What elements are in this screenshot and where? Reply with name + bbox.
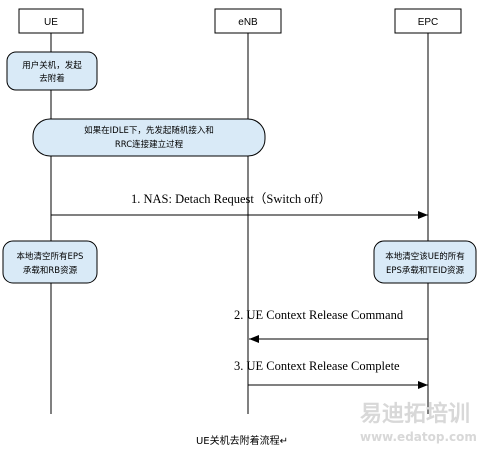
message-context-release-complete-label: 3. UE Context Release Complete <box>234 359 400 373</box>
entity-enb-box <box>214 8 282 34</box>
entity-epc: EPC <box>394 8 462 34</box>
message-detach-request-label: 1. NAS: Detach Request（Switch off） <box>131 192 331 206</box>
message-detach-request: 1. NAS: Detach Request（Switch off） <box>51 192 428 219</box>
note-ue-poweroff-line1: 用户关机，发起 <box>22 60 82 71</box>
watermark-url: www.edatop.com <box>360 430 477 444</box>
note-epc-clear-line2: EPS承载和TEID资源 <box>386 265 465 276</box>
message-context-release-command-label: 2. UE Context Release Command <box>234 308 404 322</box>
watermark-title: 易迪拓培训 <box>360 401 470 427</box>
entity-ue-box <box>18 8 84 34</box>
entity-ue-label: UE <box>44 17 58 28</box>
note-idle-setup-box <box>32 118 266 157</box>
note-ue-clear-line1: 本地清空所有EPS <box>17 251 84 262</box>
note-idle-setup-line2: RRC连接建立过程 <box>115 139 184 150</box>
entity-enb: eNB <box>214 8 282 34</box>
note-idle-setup: 如果在IDLE下，先发起随机接入和 RRC连接建立过程 <box>32 118 266 157</box>
note-idle-setup-line1: 如果在IDLE下，先发起随机接入和 <box>84 125 214 136</box>
message-context-release-complete: 3. UE Context Release Complete <box>234 359 428 389</box>
note-epc-clear-line1: 本地清空该UE的所有 <box>385 251 465 262</box>
diagram-caption: UE关机去附着流程↵ <box>196 434 288 447</box>
note-ue-poweroff-box <box>6 51 98 91</box>
note-ue-clear: 本地清空所有EPS 承载和RB资源 <box>2 240 98 284</box>
note-ue-clear-line2: 承载和RB资源 <box>23 265 78 276</box>
note-epc-clear: 本地清空该UE的所有 EPS承载和TEID资源 <box>373 240 477 284</box>
entity-epc-label: EPC <box>418 17 439 28</box>
note-epc-clear-box <box>373 240 477 284</box>
message-context-release-command: 2. UE Context Release Command <box>234 308 428 343</box>
entity-ue: UE <box>18 8 84 34</box>
watermark: 易迪拓培训 www.edatop.com <box>360 401 477 444</box>
note-ue-clear-box <box>2 240 98 284</box>
note-ue-poweroff: 用户关机，发起 去附着 <box>6 51 98 91</box>
entity-enb-label: eNB <box>238 17 258 28</box>
note-ue-poweroff-line2: 去附着 <box>39 73 65 84</box>
